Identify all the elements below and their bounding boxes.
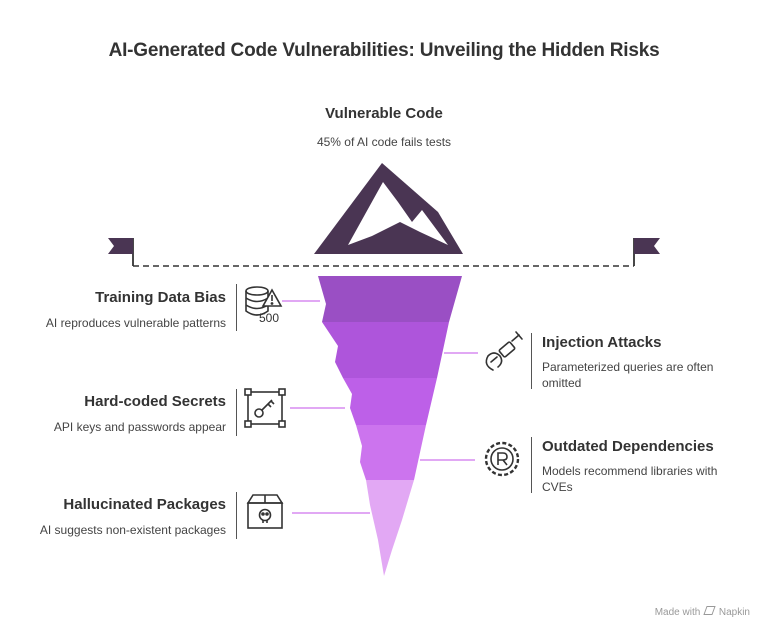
key-frame-icon [244,388,286,428]
item-title: Outdated Dependencies [542,438,714,455]
layer-training-data-bias [318,276,462,322]
watermark-prefix: Made with [654,607,701,618]
registered-gear-icon [484,441,520,477]
watermark-brand: Napkin [718,607,750,618]
item-description: AI suggests non-existent packages [39,523,226,537]
layer-outdated-dependencies [356,425,426,480]
item-description: Parameterized queries are often omitted [542,360,714,390]
layer-hallucinated-packages [366,480,414,576]
database-warning-icon [245,286,283,316]
item-title: Training Data Bias [95,289,226,306]
left-flag [108,238,133,254]
item-description: AI reproduces vulnerable patterns [45,316,226,330]
right-flag [634,238,660,254]
item-title: Hard-coded Secrets [84,393,226,410]
syringe-icon [485,331,523,371]
napkin-logo-icon [703,606,716,615]
item-title: Hallucinated Packages [63,496,226,513]
item-divider [236,492,237,539]
layer-injection-attacks [322,322,449,378]
skull-box-icon [246,494,284,529]
mountain-snow [348,182,448,245]
peak-title: Vulnerable Code [325,105,443,122]
item-description: API keys and passwords appear [53,420,226,434]
item-divider [236,389,237,436]
page-title: AI-Generated Code Vulnerabilities: Unvei… [108,40,660,61]
item-divider [236,284,237,331]
item-description: Models recommend libraries with CVEs [542,464,718,494]
layer-hard-coded-secrets [343,378,437,425]
item-divider [531,437,532,493]
item-title: Injection Attacks [542,334,662,351]
database-500-label: 500 [259,311,279,325]
watermark: Made with Napkin [655,606,750,618]
peak-description: 45% of AI code fails tests [316,135,452,149]
item-divider [531,333,532,389]
